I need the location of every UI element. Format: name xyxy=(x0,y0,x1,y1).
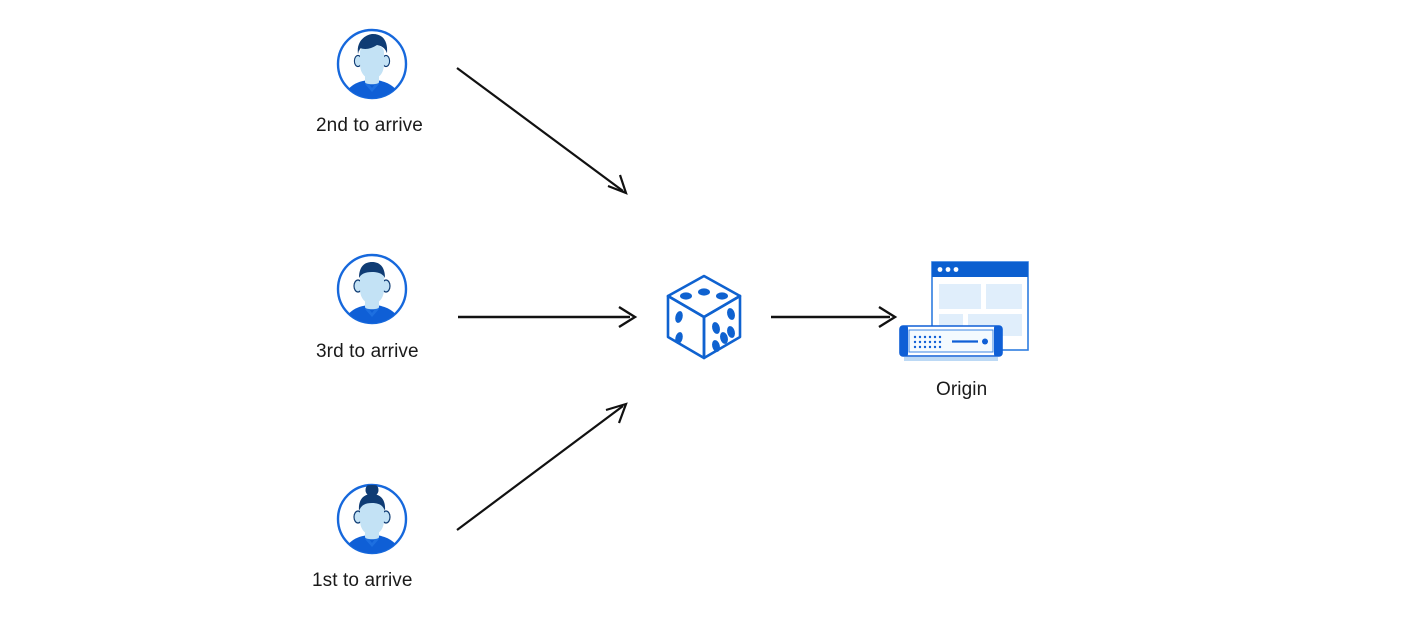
node-origin-server[interactable] xyxy=(896,258,1036,368)
user-avatar-short-hair-icon xyxy=(336,28,408,100)
edge-3rd-to-dice xyxy=(458,305,638,329)
dice-top-pips xyxy=(680,288,728,300)
edge-dice-to-origin xyxy=(771,305,898,329)
edge-1st-to-dice xyxy=(456,402,628,531)
server-port-grid xyxy=(913,335,942,349)
origin-server-window-icon xyxy=(899,261,1029,361)
node-label-origin: Origin xyxy=(936,379,988,400)
node-user-1st[interactable] xyxy=(334,481,410,557)
node-user-3rd[interactable] xyxy=(334,251,410,327)
user-avatar-bun-hair-icon xyxy=(336,483,408,555)
node-label-user-1st: 1st to arrive xyxy=(312,570,413,591)
node-random-selector[interactable] xyxy=(662,272,746,362)
server-appliance-icon xyxy=(899,325,1003,361)
dice-right-pips xyxy=(712,308,735,352)
user-avatar-flat-hair-icon xyxy=(336,253,408,325)
node-label-user-2nd: 2nd to arrive xyxy=(316,115,423,136)
edge-2nd-to-dice xyxy=(456,67,628,195)
dice-icon xyxy=(666,274,742,360)
dice-left-pips xyxy=(675,311,683,344)
node-user-2nd[interactable] xyxy=(334,26,410,102)
node-label-user-3rd: 3rd to arrive xyxy=(316,341,419,362)
